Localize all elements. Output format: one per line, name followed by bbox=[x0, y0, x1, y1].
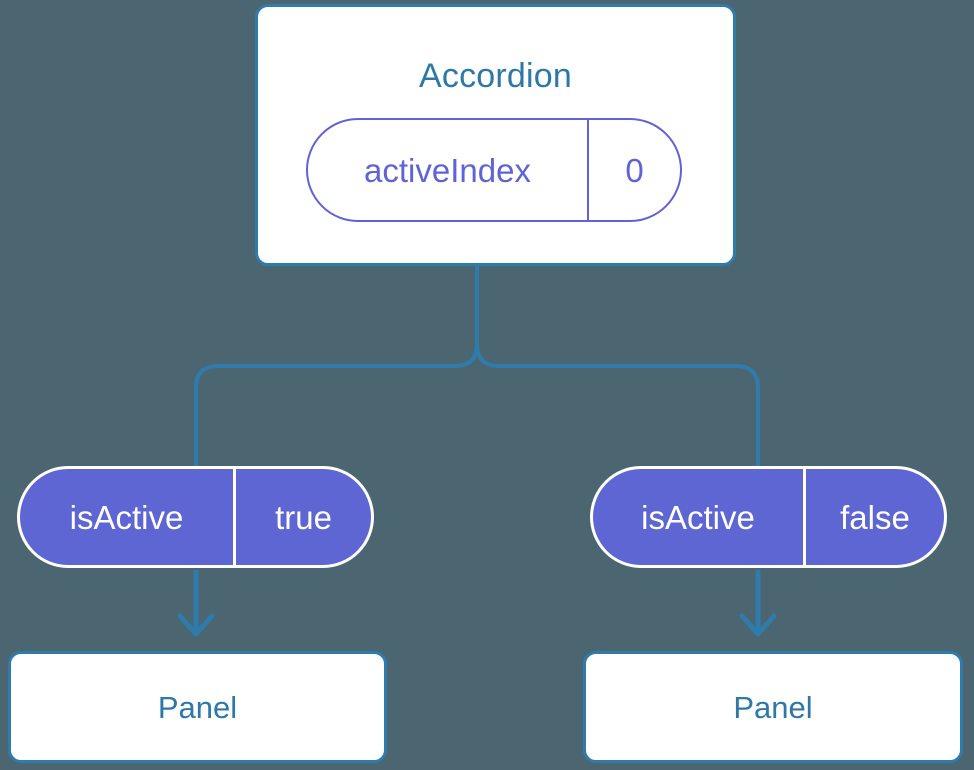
prop-pill-key-cell: isActive bbox=[593, 469, 806, 565]
prop-pill-key-cell: isActive bbox=[20, 469, 236, 565]
panel-component-card-right[interactable]: Panel bbox=[583, 651, 963, 763]
prop-pill-value-label: true bbox=[275, 498, 332, 536]
state-pill-active-index[interactable]: activeIndex 0 bbox=[306, 118, 682, 222]
panel-title-right: Panel bbox=[733, 689, 813, 725]
prop-pill-is-active-true[interactable]: isActive true bbox=[17, 466, 374, 568]
state-pill-key-cell: activeIndex bbox=[308, 120, 589, 220]
prop-pill-value-cell: false bbox=[806, 469, 944, 565]
prop-pill-is-active-false[interactable]: isActive false bbox=[590, 466, 947, 568]
prop-pill-key-label: isActive bbox=[641, 498, 755, 536]
state-pill-value-label: 0 bbox=[625, 151, 644, 189]
connector-branch-right bbox=[475, 343, 760, 466]
state-pill-value-cell: 0 bbox=[589, 120, 680, 220]
arrow-left-head-icon bbox=[177, 613, 215, 637]
prop-pill-key-label: isActive bbox=[69, 498, 184, 536]
panel-title-left: Panel bbox=[157, 689, 238, 725]
state-pill-key-label: activeIndex bbox=[364, 151, 531, 189]
prop-pill-value-label: false bbox=[840, 498, 910, 536]
connector-branch-left bbox=[194, 343, 479, 466]
accordion-title: Accordion bbox=[419, 57, 572, 95]
prop-pill-value-cell: true bbox=[236, 469, 371, 565]
arrow-right-head-icon bbox=[739, 613, 777, 637]
panel-component-card-left[interactable]: Panel bbox=[8, 651, 387, 763]
